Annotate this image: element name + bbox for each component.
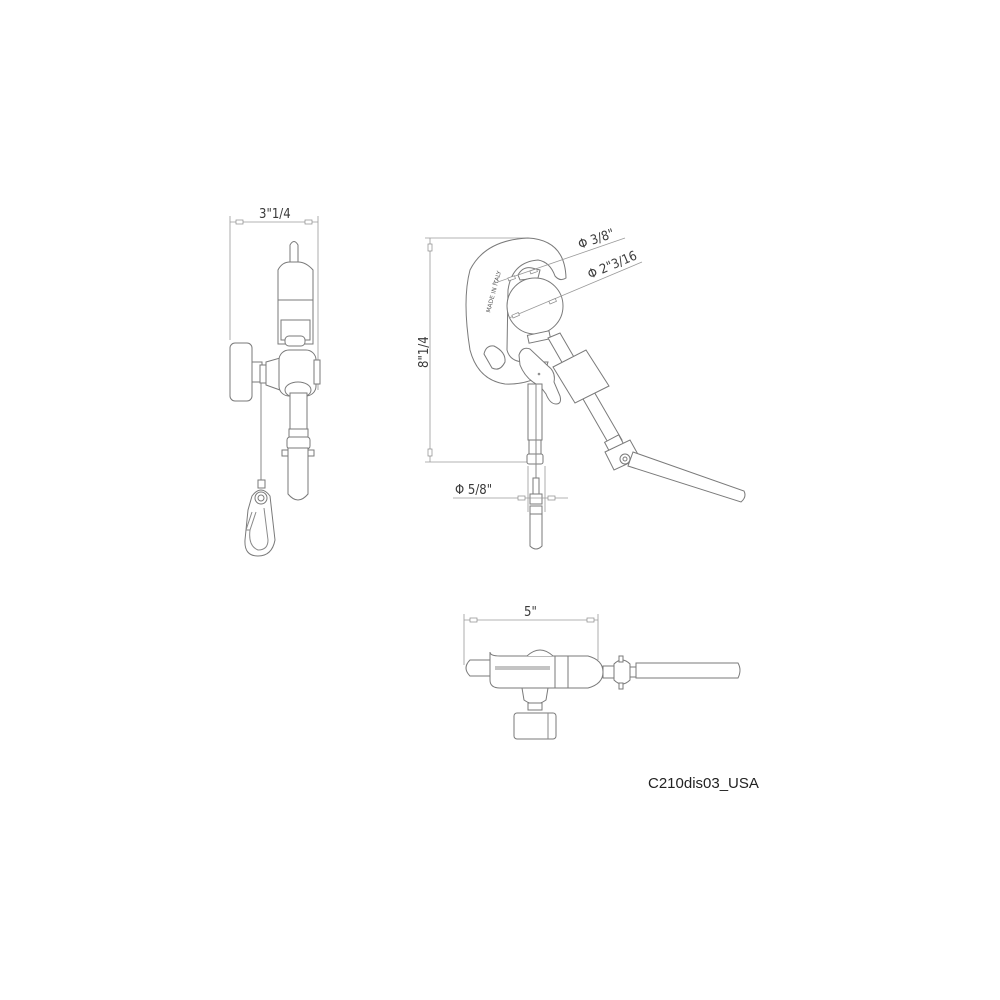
- spigot-diameter-label: Φ 5/8": [455, 483, 492, 498]
- height-label: 8"1/4: [417, 336, 432, 368]
- jaw-diameter-label: Φ 2"3/16: [586, 249, 640, 283]
- side-width-label: 3"1/4: [259, 207, 291, 222]
- top-view: 5": [463, 605, 741, 740]
- side-view: 3"1/4: [229, 207, 321, 557]
- drawing-code-label: C210dis03_USA: [648, 775, 759, 792]
- top-length-label: 5": [524, 605, 537, 620]
- pin-diameter-label: Φ 3/8": [576, 227, 616, 253]
- front-view: 8"1/4 MADE IN ITALY Φ 3/8" Φ 2"3/16: [417, 227, 746, 550]
